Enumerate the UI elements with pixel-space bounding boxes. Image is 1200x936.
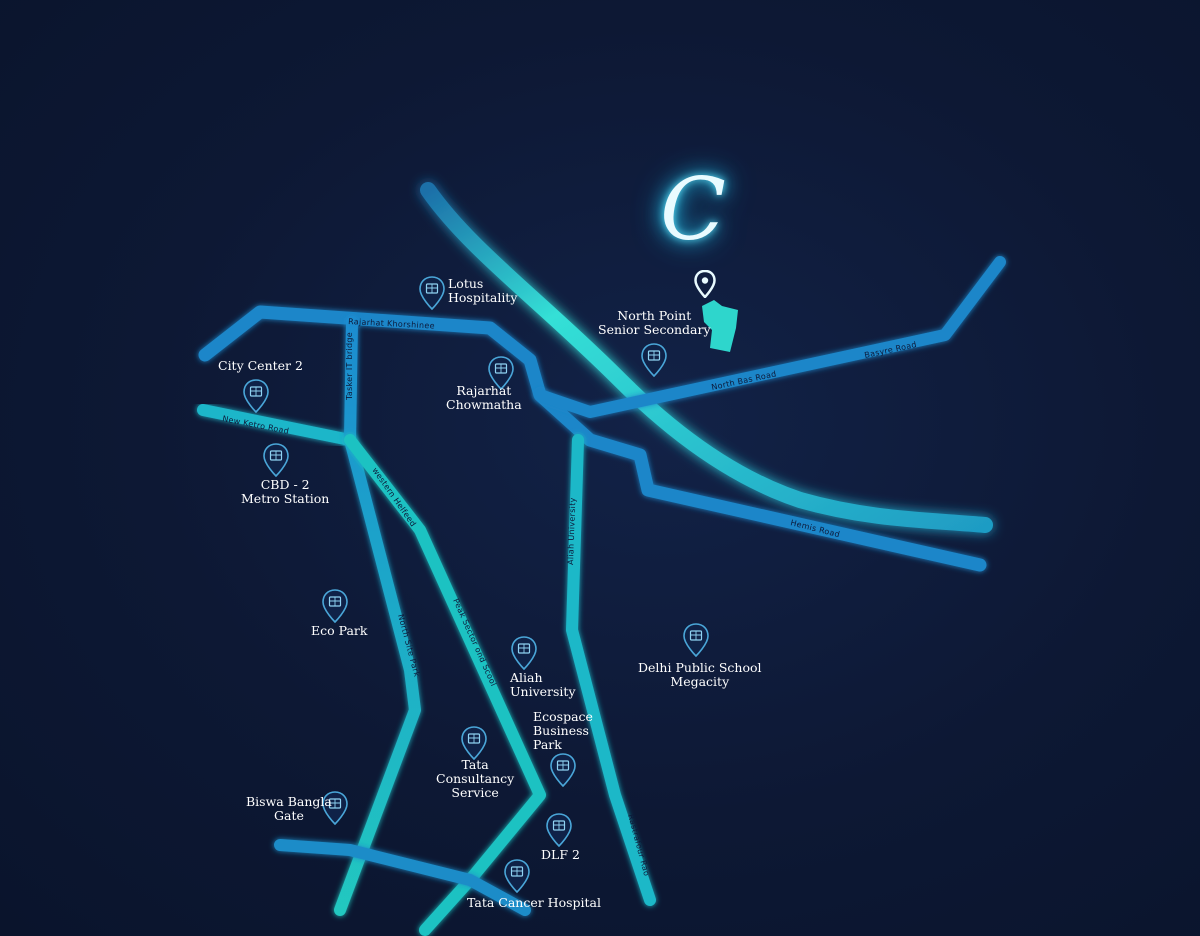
office-icon[interactable]: [548, 752, 578, 788]
poi-label-aliah-university: Aliah University: [510, 670, 576, 699]
poi-label-cbd-2: CBD - 2 Metro Station: [241, 477, 330, 506]
metro-icon[interactable]: [261, 442, 291, 478]
road-new-ketro-road: [197, 404, 356, 446]
road-bottom: [274, 839, 531, 916]
poi-label-ecospace: Ecospace Business Park: [533, 709, 593, 752]
hospital-icon[interactable]: [502, 858, 532, 894]
road-label: Tasker IT bridge: [345, 332, 354, 401]
project-logo: C: [660, 160, 726, 260]
poi-label-lotus-hospitality: Lotus Hospitality: [448, 276, 518, 305]
university-icon[interactable]: [509, 635, 539, 671]
school-icon[interactable]: [681, 622, 711, 658]
office-icon[interactable]: [544, 812, 574, 848]
school-icon[interactable]: [639, 342, 669, 378]
road-label: western Helfeed: [370, 466, 417, 528]
road-label: Aliah University: [566, 497, 577, 565]
park-icon[interactable]: [320, 588, 350, 624]
poi-label-north-point: North Point Senior Secondary: [598, 308, 711, 337]
poi-label-tata-cancer: Tata Cancer Hospital: [467, 895, 601, 910]
road-aliah-university: [566, 434, 656, 906]
office-icon[interactable]: [459, 725, 489, 761]
road-tasker-it-bridge: [334, 316, 421, 916]
road-north-bas-road: [534, 256, 1006, 418]
poi-label-city-center-2: City Center 2: [218, 358, 303, 373]
poi-label-biswa-bangla: Biswa Bangla Gate: [246, 794, 332, 823]
hotel-icon[interactable]: [417, 275, 447, 311]
mall-icon[interactable]: [241, 378, 271, 414]
junction-icon[interactable]: [486, 355, 516, 391]
location-pin-icon[interactable]: [694, 270, 716, 298]
poi-label-eco-park: Eco Park: [311, 623, 368, 638]
poi-label-dlf-2: DLF 2: [541, 847, 580, 862]
poi-label-tcs: Tata Consultancy Service: [436, 757, 515, 800]
landmark-icon[interactable]: [320, 790, 350, 826]
poi-label-delhi-public-school: Delhi Public School Megacity: [638, 660, 762, 689]
project-site-icon: [702, 300, 738, 352]
road-label: Peak Sector ond Scool: [451, 597, 498, 688]
poi-label-rajarhat-chowmatha: Rajarhat Chowmatha: [446, 383, 522, 412]
highway-glow: [420, 182, 993, 533]
